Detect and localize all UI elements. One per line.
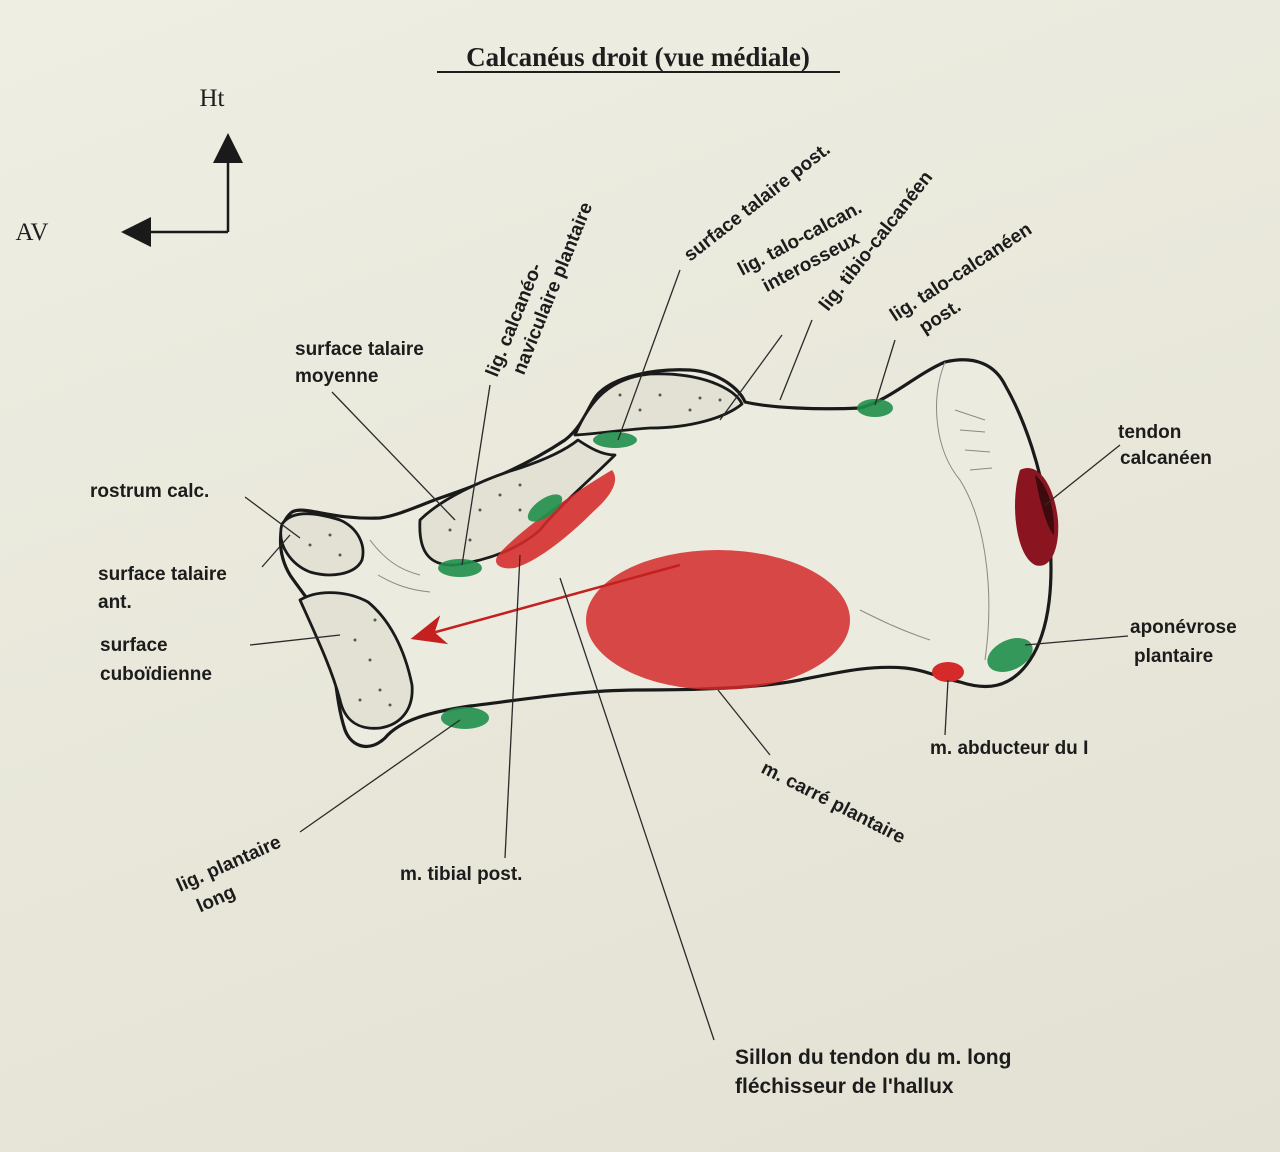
label-sillon-2: fléchisseur de l'hallux bbox=[735, 1075, 954, 1098]
lig-calcaneo-naviculaire-insertion bbox=[438, 559, 482, 577]
tendon-calcaneen-insertion bbox=[1015, 468, 1059, 566]
aponevrose-insertion bbox=[987, 638, 1033, 672]
tibial-post-insertion bbox=[495, 470, 616, 569]
label-carre-plantaire-text: m. carré plantaire bbox=[758, 758, 909, 849]
tuberosity-hatching bbox=[954, 409, 993, 471]
label-sillon: Sillon du tendon du m. long bbox=[735, 1046, 1011, 1069]
cuboid-surface bbox=[298, 591, 414, 730]
label-surface-talaire-moyenne-2: moyenne bbox=[295, 366, 378, 387]
label-lig-talo-calcaneen-post: lig. talo-calcanéen post. bbox=[886, 219, 1036, 338]
label-surface-cuboidienne-2: cuboïdienne bbox=[100, 664, 212, 685]
calcaneus-bone bbox=[279, 358, 1053, 748]
label-surface-talaire-post-text: surface talaire post. bbox=[680, 139, 834, 266]
label-surface-talaire-moyenne: surface talaire bbox=[295, 339, 424, 360]
leader-lines bbox=[244, 269, 1129, 1041]
label-tendon-calcaneen-2: calcanéen bbox=[1120, 448, 1212, 469]
label-carre-plantaire: m. carré plantaire bbox=[758, 758, 909, 849]
label-lig-plantaire-long: lig. plantaire long bbox=[173, 832, 284, 917]
tuberosity-line bbox=[936, 361, 990, 661]
shading-lines bbox=[369, 539, 931, 641]
orientation-axes: Ht AV bbox=[16, 85, 243, 247]
label-tendon-calcaneen: tendon bbox=[1118, 422, 1181, 443]
carre-plantaire-insertion bbox=[586, 550, 850, 690]
abducteur-insertion bbox=[932, 662, 964, 682]
lig-talo-calcan-interosseux-insertion bbox=[593, 432, 637, 448]
label-surface-talaire-post: surface talaire post. bbox=[680, 139, 834, 266]
label-surface-talaire-ant: surface talaire bbox=[98, 564, 227, 585]
label-tibial-post: m. tibial post. bbox=[400, 864, 522, 885]
facet-texture bbox=[308, 393, 722, 707]
lig-plantaire-long-insertion bbox=[441, 707, 489, 729]
label-surface-talaire-ant-2: ant. bbox=[98, 592, 132, 613]
posterior-talar-facet bbox=[573, 372, 744, 437]
tendon-dark-core bbox=[1035, 475, 1055, 535]
label-surface-cuboidienne: surface bbox=[100, 635, 168, 656]
label-abducteur: m. abducteur du I bbox=[930, 738, 1088, 759]
sillon-direction-arrow bbox=[410, 563, 681, 645]
anterior-talar-facet bbox=[279, 512, 365, 577]
label-lig-calcaneo-naviculaire: lig. calcanéo- naviculaire plantaire bbox=[482, 200, 597, 380]
insertion-marks bbox=[438, 399, 1059, 729]
lig-talo-calcaneen-post-insertion bbox=[857, 399, 893, 417]
front-label: AV bbox=[16, 219, 49, 246]
label-rostrum: rostrum calc. bbox=[90, 481, 209, 502]
label-aponevrose: aponévrose bbox=[1130, 617, 1237, 638]
label-aponevrose-2: plantaire bbox=[1134, 646, 1213, 667]
up-label: Ht bbox=[200, 85, 225, 112]
lig-tibio-calcaneen-insertion bbox=[527, 494, 563, 522]
figure-title: Calcanéus droit (vue médiale) bbox=[466, 42, 810, 72]
